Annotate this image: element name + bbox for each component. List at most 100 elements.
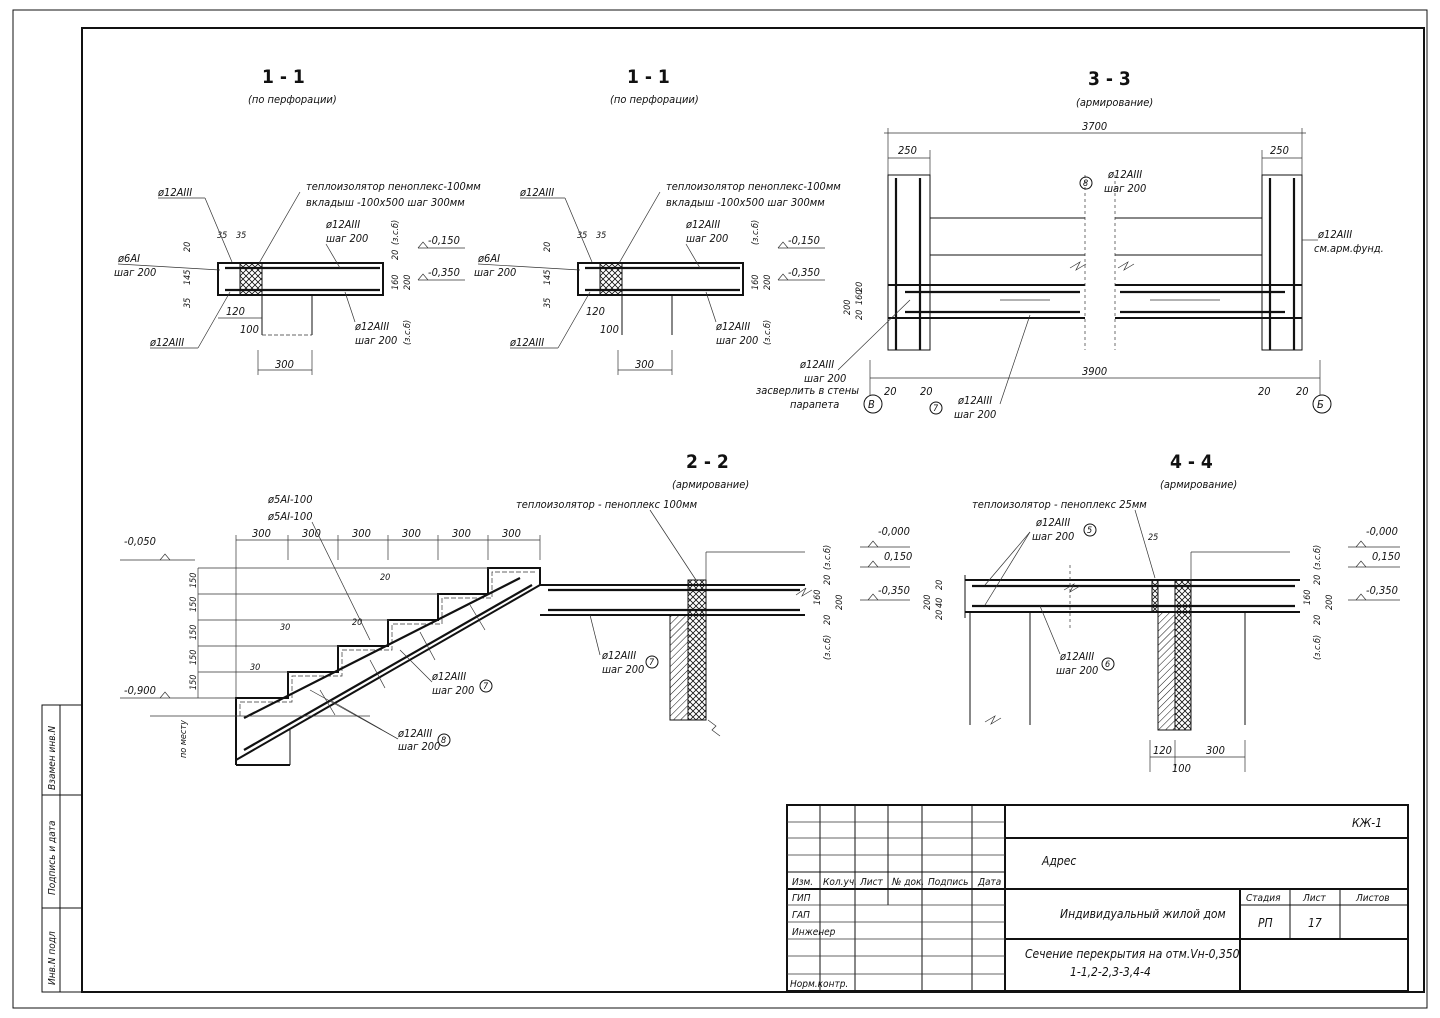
svg-text:-0,050: -0,050 <box>124 535 156 548</box>
svg-text:300: 300 <box>275 358 294 371</box>
tb-col-izm: Изм. <box>792 877 813 888</box>
svg-text:35: 35 <box>236 231 246 241</box>
svg-text:35: 35 <box>217 231 227 241</box>
tb-role-gap: ГАП <box>792 910 810 921</box>
svg-text:-0,900: -0,900 <box>124 684 156 697</box>
tb-stage-h: Стадия <box>1246 893 1281 904</box>
tb-project: Индивидуальный жилой дом <box>1060 907 1226 921</box>
axis-marker-v <box>863 394 883 414</box>
svg-text:20: 20 <box>935 610 945 620</box>
svg-text:3900: 3900 <box>1082 365 1107 378</box>
svg-text:20: 20 <box>823 615 833 625</box>
inner-frame <box>81 27 1425 993</box>
svg-text:7: 7 <box>483 682 489 692</box>
svg-text:300: 300 <box>452 527 471 540</box>
tb-sheet-h: Лист <box>1302 893 1327 904</box>
svg-text:160: 160 <box>391 275 401 290</box>
section-subtitle: (армирование) <box>1160 478 1237 491</box>
svg-text:ø12AIII: ø12AIII <box>685 218 720 231</box>
svg-text:шаг 200: шаг 200 <box>398 740 440 753</box>
svg-text:шаг 200: шаг 200 <box>114 266 156 279</box>
svg-text:200: 200 <box>1325 595 1335 610</box>
svg-text:ø12AIII: ø12AIII <box>157 186 192 199</box>
svg-text:100: 100 <box>1172 762 1191 775</box>
svg-text:парапета: парапета <box>790 398 839 411</box>
svg-text:ø12AIII: ø12AIII <box>325 218 360 231</box>
tb-col-doc: № док. <box>891 877 924 888</box>
svg-text:шаг 200: шаг 200 <box>954 408 996 421</box>
svg-text:(з.с.б): (з.с.б) <box>823 635 833 660</box>
section-1-1-b: 1 - 1 (по перфорации) 120 100 300 20 145… <box>474 66 841 375</box>
svg-text:20: 20 <box>1296 385 1309 398</box>
svg-text:150: 150 <box>189 597 199 612</box>
tb-address: Адрес <box>1041 854 1076 868</box>
title-block: Изм. Кол.уч. Лист № док. Подпись Дата ГИ… <box>786 804 1409 992</box>
svg-text:ø6AI: ø6AI <box>117 252 140 265</box>
section-4-4: 4 - 4 (армирование) 120 300 100 20 40 20… <box>923 451 1400 775</box>
svg-text:-0,000: -0,000 <box>878 525 910 538</box>
svg-text:(з.с.б): (з.с.б) <box>1313 635 1323 660</box>
svg-text:20: 20 <box>543 242 553 252</box>
svg-text:-0,350: -0,350 <box>788 266 820 279</box>
svg-text:300: 300 <box>252 527 271 540</box>
svg-text:шаг 200: шаг 200 <box>326 232 368 245</box>
svg-text:ø12AIII: ø12AIII <box>354 320 389 333</box>
svg-text:(з.с.б): (з.с.б) <box>391 220 401 245</box>
svg-text:250: 250 <box>1270 144 1289 157</box>
tb-sheets-h: Листов <box>1355 893 1390 904</box>
svg-text:20: 20 <box>1313 615 1323 625</box>
section-3-3: 3 - 3 (армирование) 3700 250 250 <box>756 68 1384 421</box>
svg-text:см.арм.фунд.: см.арм.фунд. <box>1314 242 1384 255</box>
svg-text:-0,350: -0,350 <box>1366 584 1398 597</box>
section-title: 3 - 3 <box>1088 68 1131 90</box>
svg-text:ø12AIII: ø12AIII <box>715 320 750 333</box>
svg-text:шаг 200: шаг 200 <box>804 372 846 385</box>
tb-role-gip: ГИП <box>792 893 811 904</box>
svg-text:150: 150 <box>189 650 199 665</box>
svg-text:шаг 200: шаг 200 <box>355 334 397 347</box>
svg-text:ø6AI: ø6AI <box>477 252 500 265</box>
insulation-block <box>239 262 263 296</box>
svg-text:20: 20 <box>920 385 933 398</box>
svg-text:20: 20 <box>391 250 401 260</box>
svg-text:300: 300 <box>502 527 521 540</box>
svg-text:(з.с.б): (з.с.б) <box>1313 545 1323 570</box>
side-podp: Подпись и дата <box>47 820 58 895</box>
insulation-block <box>1151 579 1159 613</box>
svg-text:ø12AIII: ø12AIII <box>601 649 636 662</box>
tb-sheet: 17 <box>1308 916 1322 930</box>
tb-col-list: Лист <box>859 877 884 888</box>
svg-text:160: 160 <box>855 290 865 305</box>
side-vzam: Взамен инв.N <box>47 726 58 790</box>
svg-text:20: 20 <box>380 573 390 583</box>
svg-text:шаг 200: шаг 200 <box>1056 664 1098 677</box>
svg-text:35: 35 <box>183 298 193 308</box>
svg-text:8: 8 <box>1083 179 1088 189</box>
svg-text:-0,000: -0,000 <box>1366 525 1398 538</box>
svg-text:засверлить в стены: засверлить в стены <box>756 384 859 397</box>
svg-text:ø12AIII: ø12AIII <box>1035 516 1070 529</box>
svg-text:ø12AIII: ø12AIII <box>1107 168 1142 181</box>
svg-text:200: 200 <box>835 595 845 610</box>
svg-text:200: 200 <box>763 275 773 290</box>
tb-desc1: Сечение перекрытия на отм.Vн-0,350 <box>1025 947 1240 961</box>
svg-text:-0,150: -0,150 <box>428 234 460 247</box>
svg-text:шаг 200: шаг 200 <box>716 334 758 347</box>
section-subtitle: (по перфорации) <box>610 93 699 106</box>
tb-desc2: 1-1,2-2,3-3,4-4 <box>1070 965 1151 979</box>
mark-8 <box>437 733 451 747</box>
section-title: 4 - 4 <box>1170 451 1213 473</box>
svg-text:100: 100 <box>600 323 619 336</box>
svg-text:(з.с.б): (з.с.б) <box>751 220 761 245</box>
svg-text:шаг 200: шаг 200 <box>602 663 644 676</box>
svg-text:0,150: 0,150 <box>1372 550 1400 563</box>
section-subtitle: (армирование) <box>1076 96 1153 109</box>
svg-text:ø12AIII: ø12AIII <box>957 394 992 407</box>
mark-8 <box>1079 176 1093 190</box>
mark-7 <box>645 655 659 669</box>
wall-hatch <box>669 614 689 721</box>
svg-text:35: 35 <box>577 231 587 241</box>
mark-7 <box>479 679 493 693</box>
tb-col-date: Дата <box>977 877 1001 888</box>
